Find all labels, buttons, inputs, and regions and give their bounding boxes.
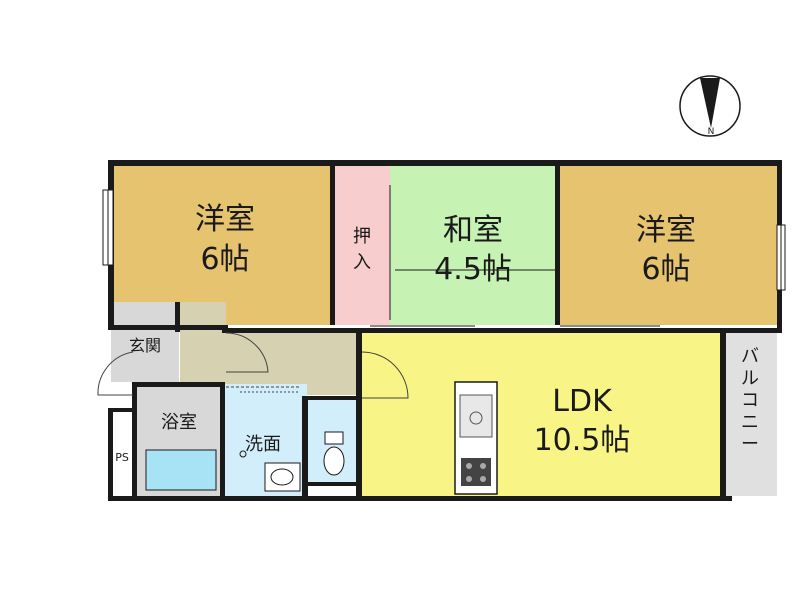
bathtub-icon bbox=[145, 449, 217, 491]
label-japanese-size: 4.5帖 bbox=[434, 252, 512, 287]
washing-machine-drain-icon bbox=[239, 450, 247, 458]
kitchen-counter bbox=[454, 381, 498, 495]
doors bbox=[97, 332, 409, 399]
label-balcony-char: コ bbox=[741, 390, 759, 411]
room-western-right bbox=[560, 165, 777, 325]
room-japanese bbox=[390, 165, 556, 325]
label-ldk-name: LDK bbox=[552, 384, 613, 419]
label-balcony-char: ニ bbox=[741, 412, 759, 433]
sink-drain-icon bbox=[469, 411, 483, 425]
label-balcony-char: ル bbox=[741, 368, 759, 389]
label-western-left-size: 6帖 bbox=[200, 242, 249, 277]
room-closet bbox=[335, 165, 390, 325]
toilet-icon bbox=[323, 431, 345, 476]
label-ldk-size: 10.5帖 bbox=[534, 423, 631, 458]
stove-icon bbox=[461, 458, 491, 486]
label-western-left-name: 洋室 bbox=[195, 202, 255, 237]
north-arrow-icon bbox=[700, 78, 720, 128]
room-entrance bbox=[111, 302, 179, 382]
label-balcony-char: ー bbox=[741, 434, 759, 455]
label-entrance: 玄関 bbox=[129, 336, 161, 355]
label-balcony-char: バ bbox=[741, 346, 759, 367]
room-western-left bbox=[113, 165, 331, 325]
label-western-right-size: 6帖 bbox=[641, 252, 690, 287]
room-ldk bbox=[362, 333, 722, 496]
sliding-door-marks bbox=[370, 185, 660, 327]
windows bbox=[102, 189, 786, 291]
room-hallway bbox=[180, 302, 226, 384]
sink-icon bbox=[459, 394, 493, 438]
label-closet-char-1: 押 bbox=[353, 226, 371, 247]
label-balcony: バルコニー bbox=[741, 346, 759, 455]
label-washroom: 洗面 bbox=[245, 434, 281, 455]
compass-letter: N bbox=[708, 127, 715, 137]
label-western-right-name: 洋室 bbox=[636, 213, 696, 248]
label-bath: 浴室 bbox=[161, 412, 197, 433]
label-ps: PS bbox=[115, 451, 129, 464]
room-balcony bbox=[725, 333, 777, 496]
washbasin-icon bbox=[264, 462, 301, 492]
label-closet-char-2: 入 bbox=[353, 252, 371, 273]
compass: N bbox=[679, 75, 741, 137]
label-japanese-name: 和室 bbox=[443, 213, 503, 248]
